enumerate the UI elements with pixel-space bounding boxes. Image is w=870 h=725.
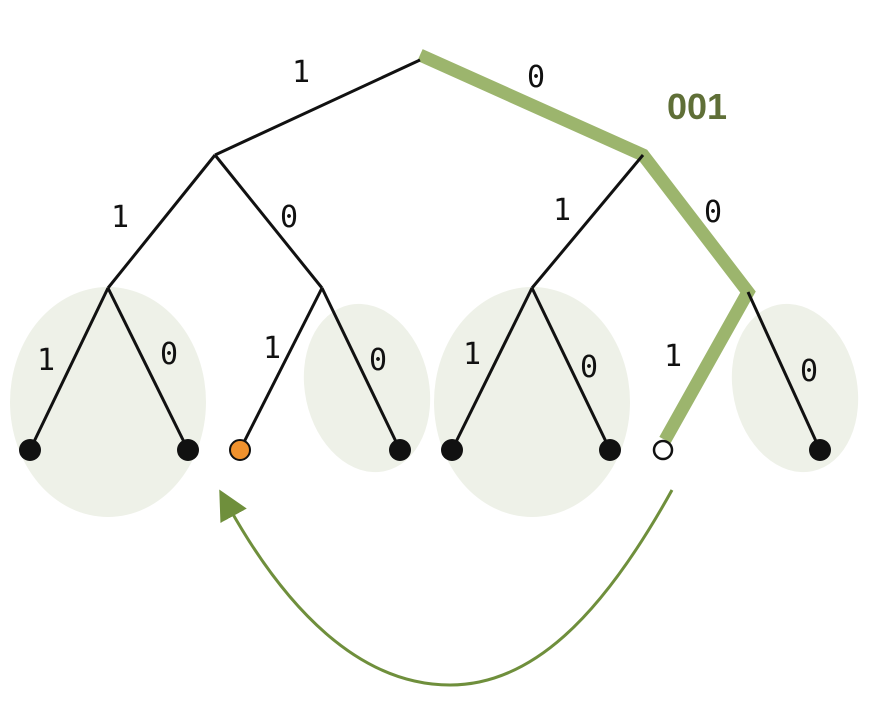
edge-n1-left (106, 154, 217, 289)
highlighted-path (417, 49, 756, 444)
tree-edges (28, 58, 822, 451)
leaf-node (441, 439, 463, 461)
leaf-node (389, 439, 411, 461)
edge-label-n2-right: 0 (704, 195, 722, 230)
leaf-node (19, 439, 41, 461)
edge-label-n4-left: 1 (263, 331, 281, 366)
edge-n1-right (213, 154, 324, 289)
edge-label-n5-right: 0 (580, 350, 598, 385)
edge-label-n5-left: 1 (463, 337, 481, 372)
edge-label-n3-right: 0 (160, 337, 178, 372)
group-ellipse-2 (303, 303, 431, 473)
group-ellipse-1 (10, 287, 206, 517)
edge-root-left (214, 58, 421, 157)
edge-label-n2-left: 1 (553, 193, 571, 228)
edge-n4-left (238, 287, 324, 451)
edge-n6-right (746, 291, 822, 451)
group-ellipse-3 (434, 287, 630, 517)
move-arrow (219, 489, 674, 687)
edge-label-n3-left: 1 (37, 343, 55, 378)
empty-leaf-node (652, 439, 674, 461)
path-code-label: 001 (667, 86, 727, 127)
edge-label-n6-right: 0 (800, 354, 818, 389)
leaf-node (177, 439, 199, 461)
edge-n4-right (320, 287, 402, 451)
edge-n5-left (450, 287, 534, 451)
edge-n3-right (106, 287, 190, 451)
edge-n5-right (530, 287, 612, 451)
group-ellipse-4 (731, 303, 859, 473)
edge-label-n6-left: 1 (664, 339, 682, 374)
edge-label-root-left: 1 (292, 55, 310, 90)
leaf-node (599, 439, 621, 461)
edge-label-n4-right: 0 (369, 343, 387, 378)
edge-label-n1-right: 0 (280, 200, 298, 235)
selected-leaf-node (229, 439, 251, 461)
edge-n2-right (530, 154, 645, 289)
edge-n3-left (28, 287, 110, 451)
edge-label-root-right: 0 (527, 60, 545, 95)
edge-label-n1-left: 1 (111, 200, 129, 235)
leaf-node (809, 439, 831, 461)
